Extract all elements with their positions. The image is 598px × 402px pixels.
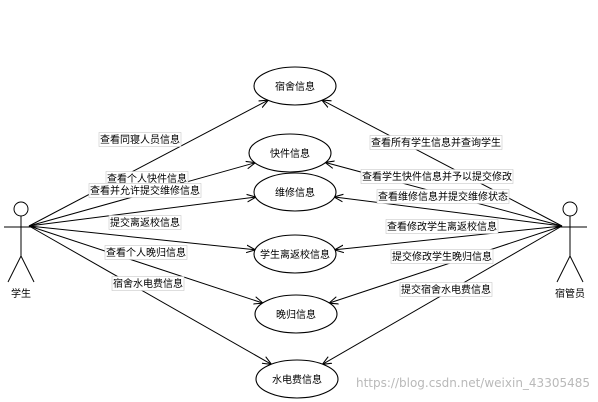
association-label-bg-manager-dorm [369, 135, 503, 150]
actor-student: 学生 [4, 201, 38, 300]
association-label-manager-leave: 查看修改学生离返校信息 [385, 219, 499, 234]
association-label-bg-manager-utility [399, 282, 493, 297]
association-label-text-manager-utility: 提交宿舍水电费信息 [401, 283, 491, 296]
association-label-student-utility: 宿舍水电费信息 [111, 276, 185, 291]
association-label-text-manager-repair: 查看维修信息并提交维修状态 [378, 190, 508, 203]
use-case-label-repair: 维修信息 [275, 186, 315, 199]
association-label-bg-student-leave [108, 215, 182, 230]
association-label-text-student-express: 查看个人快件信息 [107, 172, 187, 185]
association-label-bg-manager-express [360, 169, 514, 184]
association-label-text-student-utility: 宿舍水电费信息 [113, 277, 183, 290]
use-case-ellipse-late [254, 294, 338, 334]
association-label-text-student-dorm: 查看同寝人员信息 [100, 133, 180, 146]
association-line-manager-repair [335, 197, 563, 227]
manager-stick-figure [553, 201, 587, 283]
association-label-bg-student-late [104, 245, 188, 260]
use-case-leave: 学生离返校信息 [253, 234, 337, 274]
association-line-student-repair [28, 197, 256, 227]
student-stick-figure [4, 201, 38, 283]
association-label-bg-manager-repair [376, 189, 510, 204]
association-label-student-repair: 查看并允许提交维修信息 [88, 183, 202, 198]
manager-actor-name: 宿管员 [555, 287, 585, 300]
use-case-ellipse-repair [253, 172, 337, 212]
association-label-text-student-late: 查看个人晚归信息 [106, 246, 186, 259]
use-case-ellipse-dorm [253, 66, 337, 106]
association-label-text-manager-dorm: 查看所有学生信息并查询学生 [371, 136, 501, 149]
association-label-bg-student-repair [88, 183, 202, 198]
use-case-dorm: 宿舍信息 [253, 66, 337, 106]
association-label-bg-manager-late [390, 249, 494, 264]
association-line-student-leave [28, 225, 255, 250]
association-label-text-student-leave: 提交离返校信息 [110, 216, 180, 229]
association-label-bg-student-dorm [98, 132, 182, 147]
association-line-student-utility [28, 225, 271, 364]
association-label-bg-manager-leave [385, 219, 499, 234]
association-label-student-leave: 提交离返校信息 [108, 215, 182, 230]
association-label-text-manager-late: 提交修改学生晚归信息 [392, 250, 492, 263]
use-case-label-express: 快件信息 [270, 147, 310, 160]
student-actor-name: 学生 [11, 287, 31, 300]
association-label-text-student-repair: 查看并允许提交维修信息 [90, 184, 200, 197]
association-line-student-late [28, 225, 263, 303]
association-label-manager-dorm: 查看所有学生信息并查询学生 [369, 135, 503, 150]
use-case-late: 晚归信息 [254, 294, 338, 334]
use-case-express: 快件信息 [248, 133, 332, 173]
use-case-label-utility: 水电费信息 [272, 373, 322, 386]
use-case-utility: 水电费信息 [255, 359, 339, 399]
association-line-manager-leave [335, 225, 563, 250]
association-labels-layer: 查看同寝人员信息查看个人快件信息查看并允许提交维修信息提交离返校信息查看个人晚归… [88, 132, 514, 297]
use-case-ellipse-leave [253, 234, 337, 274]
association-label-text-manager-express: 查看学生快件信息并予以提交修改 [362, 170, 512, 183]
use-case-ellipse-express [248, 133, 332, 173]
association-label-student-express: 查看个人快件信息 [105, 171, 189, 186]
actor-manager: 宿管员 [553, 201, 587, 300]
use-case-label-dorm: 宿舍信息 [275, 80, 315, 93]
association-label-student-late: 查看个人晚归信息 [104, 245, 188, 260]
association-label-manager-repair: 查看维修信息并提交维修状态 [376, 189, 510, 204]
use-case-ellipse-utility [255, 359, 339, 399]
association-line-manager-dorm [322, 100, 563, 227]
association-label-manager-utility: 提交宿舍水电费信息 [399, 282, 493, 297]
association-label-text-manager-leave: 查看修改学生离返校信息 [387, 220, 497, 233]
watermark: https://blog.csdn.net/weixin_43305485 [356, 376, 590, 390]
use-case-repair: 维修信息 [253, 172, 337, 212]
use-case-label-leave: 学生离返校信息 [260, 248, 330, 261]
association-label-bg-student-utility [111, 276, 185, 291]
association-label-student-dorm: 查看同寝人员信息 [98, 132, 182, 147]
use-case-label-late: 晚归信息 [276, 308, 316, 321]
associations-layer [28, 100, 563, 364]
association-label-manager-late: 提交修改学生晚归信息 [390, 249, 494, 264]
association-line-manager-late [329, 225, 563, 303]
association-label-manager-express: 查看学生快件信息并予以提交修改 [360, 169, 514, 184]
association-line-student-dorm [28, 100, 268, 227]
